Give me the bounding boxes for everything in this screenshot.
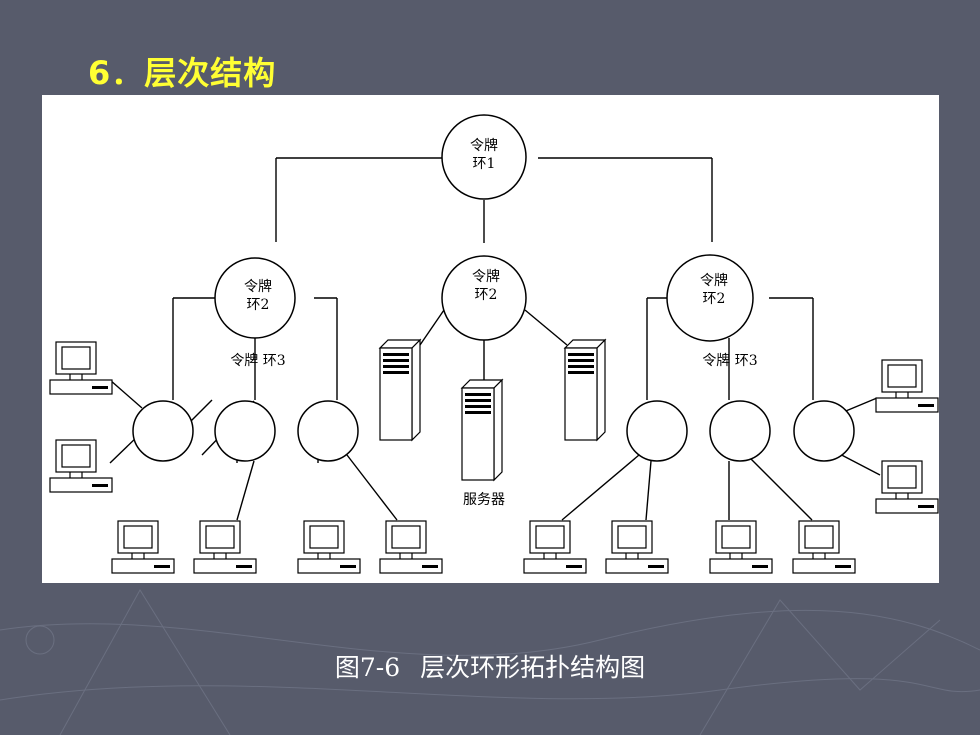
ring3-left-label: 令牌 环3 — [230, 352, 285, 369]
ring1-label-line1: 令牌 — [470, 137, 498, 154]
figure-caption: 图7-6 层次环形拓扑结构图 — [0, 648, 980, 684]
token-ring-3-circle — [297, 400, 359, 462]
computer-icon — [49, 439, 113, 493]
server-icon — [564, 339, 606, 441]
computer-icon — [193, 520, 257, 574]
server-label: 服务器 — [463, 492, 505, 508]
token-ring-2-center-circle — [441, 255, 527, 341]
ring1-label-line2: 环1 — [473, 156, 496, 172]
server-icon — [461, 379, 503, 481]
figure-title: 层次环形拓扑结构图 — [420, 653, 646, 682]
connection-lines — [109, 157, 881, 521]
token-ring-3-circle — [626, 400, 688, 462]
ring2-right-label-line2: 环2 — [703, 291, 726, 307]
computer-icon — [49, 341, 113, 395]
token-ring-3-circle — [793, 400, 855, 462]
computer-icon — [875, 359, 939, 413]
token-ring-2-left-circle — [214, 257, 296, 339]
computer-icon — [111, 520, 175, 574]
computer-icon — [875, 460, 939, 514]
token-ring-1-circle — [441, 114, 527, 200]
ring3-right-label: 令牌 环3 — [702, 352, 757, 369]
token-ring-3-circle — [132, 400, 194, 462]
computer-icon — [379, 520, 443, 574]
token-ring-3-circle — [709, 400, 771, 462]
ring2-center-label-line1: 令牌 — [472, 268, 500, 285]
ring2-center-label-line2: 环2 — [475, 287, 498, 303]
ring-circles — [132, 114, 855, 462]
computer-icon — [605, 520, 669, 574]
slide-title: 6．层次结构 — [88, 54, 277, 92]
server-icon — [379, 339, 421, 441]
topology-svg: 令牌 环1 令牌 环2 令牌 环2 令牌 环2 令牌 环3 令牌 环3 服务器 — [49, 114, 939, 574]
ring2-right-label-line1: 令牌 — [700, 272, 728, 289]
ring2-left-label-line2: 环2 — [247, 297, 270, 313]
figure-number: 图7-6 — [334, 653, 401, 682]
computer-icon — [792, 520, 856, 574]
token-ring-3-circle — [214, 400, 276, 462]
computer-icon — [709, 520, 773, 574]
token-ring-2-right-circle — [666, 254, 754, 342]
computer-icon — [523, 520, 587, 574]
computer-icon — [297, 520, 361, 574]
ring2-left-label-line1: 令牌 — [244, 278, 272, 295]
topology-diagram: 令牌 环1 令牌 环2 令牌 环2 令牌 环2 令牌 环3 令牌 环3 服务器 — [42, 95, 939, 583]
